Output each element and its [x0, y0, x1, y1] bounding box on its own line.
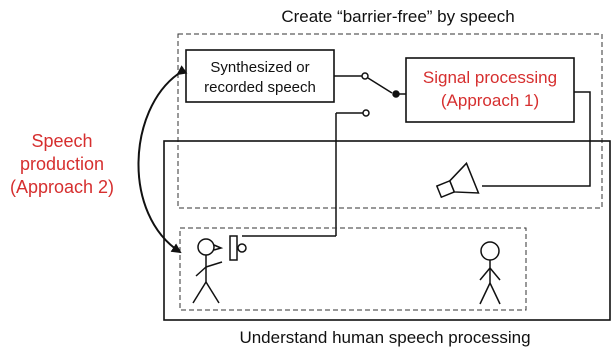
loudspeaker-icon	[435, 161, 480, 199]
speech-source-box: Synthesized or recorded speech	[185, 49, 335, 103]
approach2-label-line2: production	[20, 154, 104, 174]
signal-processing-box: Signal processing (Approach 1)	[405, 57, 575, 123]
switch	[242, 72, 406, 237]
signal-processing-label-line1: Signal processing	[423, 68, 557, 87]
approach2-label-line1: Speech	[31, 131, 92, 151]
speech-source-label-line2: recorded speech	[204, 79, 316, 96]
approach2-label-line3: (Approach 2)	[10, 177, 114, 197]
listener-person-icon	[479, 241, 501, 305]
signal-output-wire	[482, 91, 591, 187]
approach2-arrow	[137, 65, 188, 254]
microphone-icon	[229, 235, 247, 261]
speech-source-label-line1: Synthesized or	[210, 59, 309, 76]
bottom-title: Understand human speech processing	[239, 328, 530, 347]
human-speech-processing-region	[163, 140, 611, 321]
communication-region	[179, 227, 527, 311]
top-title: Create “barrier-free” by speech	[281, 7, 514, 26]
speaker-person-icon	[192, 238, 224, 304]
signal-processing-label-line2: (Approach 1)	[441, 91, 539, 110]
